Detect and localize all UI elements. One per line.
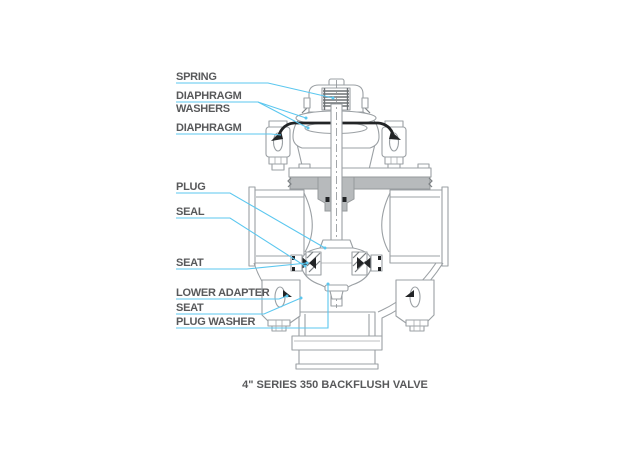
pipe-right	[389, 186, 449, 267]
lower-adapter-right	[395, 279, 435, 332]
label-spring: SPRING	[176, 71, 217, 83]
flange-lug-right	[381, 120, 407, 171]
diaphragm-tip-right	[389, 131, 401, 140]
leader-diaphragm	[176, 133, 282, 136]
label-lower-adapter: LOWER ADAPTER	[176, 287, 270, 299]
label-plug: PLUG	[176, 181, 206, 193]
diaphragm-tip-left	[271, 131, 283, 141]
label-diaphragm-washers-line1: DIAPHRAGM	[176, 90, 242, 102]
leader-diaphragm-washers-b	[257, 101, 309, 129]
leader-spring	[176, 82, 334, 99]
spring-part	[323, 88, 349, 110]
flange-lug-left	[265, 120, 291, 171]
lower-adapter-part	[329, 290, 344, 300]
leader-seat-upper	[176, 262, 308, 270]
label-plug-washer: PLUG WASHER	[176, 316, 255, 328]
leader-lines	[176, 82, 335, 329]
figure-caption: 4" SERIES 350 BACKFLUSH VALVE	[242, 379, 428, 391]
leader-seat-lower	[176, 297, 302, 315]
leader-seal	[176, 217, 306, 267]
label-seat-upper: SEAT	[176, 257, 204, 269]
plug-assembly	[290, 239, 383, 300]
leader-lower-adapter	[176, 295, 288, 300]
label-seat-lower: SEAT	[176, 302, 204, 314]
part-labels: SPRING DIAPHRAGM WASHERS DIAPHRAGM PLUG …	[176, 71, 270, 328]
leader-plug-washer	[176, 284, 329, 329]
label-diaphragm: DIAPHRAGM	[176, 122, 242, 134]
pipe-left	[248, 186, 305, 267]
valve-stem	[330, 80, 343, 308]
label-diaphragm-washers-line2: WASHERS	[176, 103, 230, 115]
label-seal: SEAL	[176, 206, 205, 218]
leader-plug	[176, 192, 326, 249]
bottom-outlet	[291, 311, 383, 370]
